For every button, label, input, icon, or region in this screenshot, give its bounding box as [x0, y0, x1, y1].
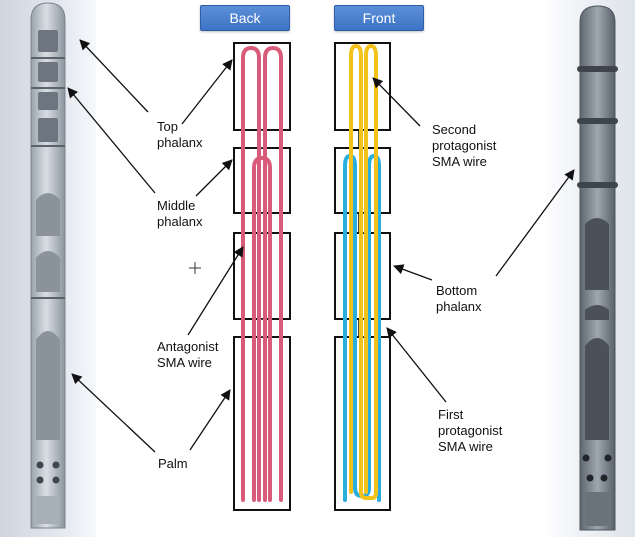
arrow-bottom-phalanx-left: [393, 264, 433, 281]
antagonist-sma-wire-path: [241, 45, 283, 502]
label-middle-phalanx: Middle phalanx: [157, 198, 203, 229]
right-finger-render: [577, 5, 618, 531]
second-protagonist-sma-wire-path: [349, 43, 378, 500]
label-bottom-phalanx: Bottom phalanx: [436, 283, 482, 314]
arrow-antagonist-wire: [187, 246, 244, 336]
arrow-palm-left: [71, 373, 156, 453]
label-palm: Palm: [158, 456, 188, 471]
move-cursor-icon: [189, 262, 201, 274]
arrow-middle-phalanx-right: [195, 159, 233, 197]
label-top-phalanx: Top phalanx: [157, 119, 203, 150]
back-schematic: [233, 42, 291, 511]
label-second-protagonist: Second protagonist SMA wire: [432, 122, 497, 169]
annotation-arrows: [67, 39, 575, 453]
arrow-first-protagonist: [386, 327, 447, 403]
arrow-top-phalanx-left: [79, 39, 149, 113]
front-schematic: [334, 42, 391, 511]
arrow-middle-phalanx-left: [67, 87, 156, 194]
label-antagonist-wire: Antagonist SMA wire: [157, 339, 219, 370]
arrow-second-protagonist: [372, 77, 421, 127]
front-tab[interactable]: Front: [334, 5, 424, 31]
back-tab[interactable]: Back: [200, 5, 290, 31]
arrow-bottom-phalanx-right: [495, 169, 575, 277]
left-finger-render: [30, 2, 66, 529]
arrow-top-phalanx-right: [181, 59, 233, 125]
arrow-palm-right: [189, 389, 231, 451]
label-first-protagonist: First protagonist SMA wire: [438, 407, 503, 454]
